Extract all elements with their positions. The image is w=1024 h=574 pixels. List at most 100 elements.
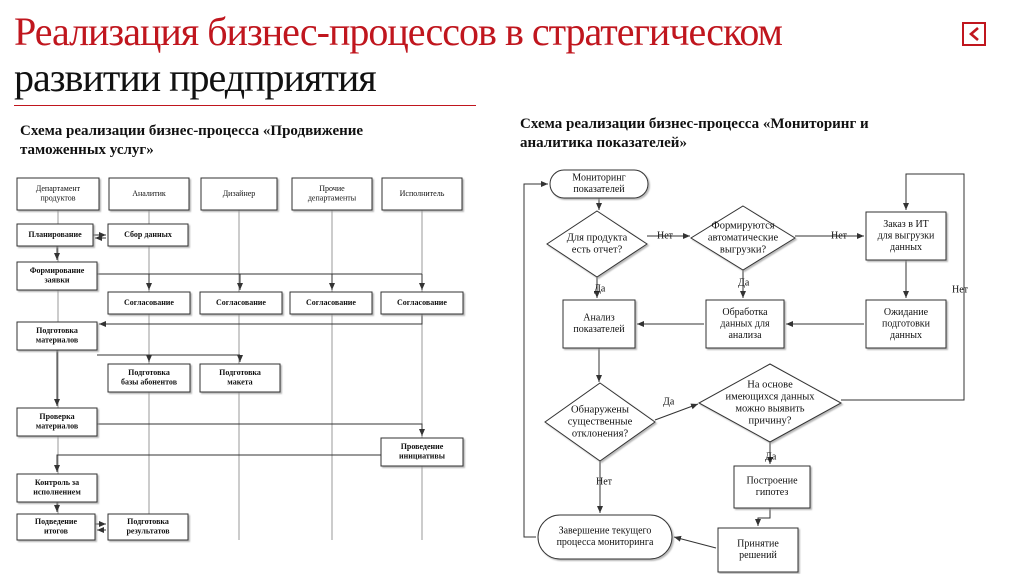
decision-cause-shape bbox=[697, 363, 843, 443]
decision-auto-upload-shape bbox=[690, 205, 796, 271]
box-agree-executor-shape bbox=[380, 291, 464, 315]
box-planning: Планирование bbox=[16, 223, 94, 247]
lane-executor: Исполнитель bbox=[381, 177, 463, 211]
lane-executor-shape bbox=[381, 177, 463, 211]
box-agree-other-label: Согласование bbox=[306, 298, 356, 307]
box-run-initiative-label: инициативы bbox=[399, 452, 446, 461]
lane-other-depts-shape bbox=[291, 177, 373, 211]
node-monitoring-label: показателей bbox=[573, 184, 625, 195]
lane-designer: Дизайнер bbox=[200, 177, 278, 211]
box-prep-layout-label: Подготовка bbox=[219, 368, 261, 377]
lane-dept-products-label: продуктов bbox=[40, 194, 75, 203]
box-agree-other-shape bbox=[289, 291, 373, 315]
node-decision-label: решений bbox=[739, 550, 777, 561]
edge-decision-finish bbox=[673, 535, 717, 549]
right-caption: Схема реализации бизнес-процесса «Монито… bbox=[520, 115, 869, 153]
label-cause-yes: Да bbox=[765, 451, 777, 462]
lane-other-depts-label: Прочие bbox=[319, 184, 345, 193]
box-agree-designer-label: Согласование bbox=[216, 298, 266, 307]
decision-deviation-label: Обнаружены bbox=[571, 404, 629, 415]
label-auto-yes: Да bbox=[738, 277, 750, 288]
box-check-materials-label: Проверка bbox=[39, 412, 74, 421]
left-caption-line2: таможенных услуг» bbox=[20, 142, 154, 158]
box-data-collection: Сбор данных bbox=[107, 223, 189, 247]
lane-analyst-shape bbox=[108, 177, 190, 211]
lane-dept-products-shape bbox=[16, 177, 100, 211]
box-prep-materials-label: Подготовка bbox=[36, 326, 78, 335]
node-analysis-label: Анализ bbox=[583, 313, 614, 324]
lane-analyst-label: Аналитик bbox=[132, 189, 166, 198]
box-agree-designer-shape bbox=[199, 291, 283, 315]
right-caption-line1: Схема реализации бизнес-процесса «Монито… bbox=[520, 116, 869, 132]
box-control-shape bbox=[16, 473, 98, 503]
box-control-label: исполнением bbox=[33, 488, 81, 497]
node-monitoring-shape bbox=[549, 169, 649, 199]
node-processing-shape bbox=[705, 299, 785, 349]
box-prep-subscribers-shape bbox=[107, 363, 191, 393]
box-run-initiative-shape bbox=[380, 437, 464, 467]
node-analysis-shape bbox=[562, 299, 636, 349]
edge-cause-no-loop bbox=[841, 173, 965, 401]
decision-cause-label: можно выявить bbox=[735, 403, 804, 414]
slide-title: Реализация бизнес-процессов в стратегиче… bbox=[14, 9, 783, 54]
box-check-materials-label: материалов bbox=[36, 422, 79, 431]
box-prep-results-label: результатов bbox=[126, 527, 170, 536]
decision-deviation-label: отклонения? bbox=[572, 428, 629, 439]
node-processing-label: данных для bbox=[720, 318, 770, 329]
edge-agree-back bbox=[99, 314, 423, 327]
box-agree-analyst-label: Согласование bbox=[124, 298, 174, 307]
decision-auto-upload-label: Формируются bbox=[711, 220, 774, 231]
node-it-order-label: Заказ в ИТ bbox=[883, 219, 929, 230]
node-hypotheses-shape bbox=[733, 465, 811, 509]
box-agree-designer: Согласование bbox=[199, 291, 283, 315]
node-finish-label: Завершение текущего bbox=[559, 526, 652, 537]
box-agree-other: Согласование bbox=[289, 291, 373, 315]
box-prep-layout-shape bbox=[199, 363, 281, 393]
node-processing-label: анализа bbox=[728, 330, 762, 341]
back-button[interactable] bbox=[962, 22, 986, 46]
box-agree-executor: Согласование bbox=[380, 291, 464, 315]
lane-executor-label: Исполнитель bbox=[400, 189, 445, 198]
decision-deviation-shape bbox=[544, 382, 656, 462]
box-request-forming-shape bbox=[16, 261, 98, 291]
node-decision-label: Принятие bbox=[737, 539, 779, 550]
node-analysis-label: показателей bbox=[573, 324, 625, 335]
box-data-collection-shape bbox=[107, 223, 189, 247]
lane-designer-shape bbox=[200, 177, 278, 211]
label-cause-no: Нет bbox=[952, 284, 969, 295]
box-prep-subscribers-label: Подготовка bbox=[128, 368, 170, 377]
box-agree-analyst: Согласование bbox=[107, 291, 191, 315]
node-finish-shape bbox=[537, 514, 673, 560]
node-processing-label: Обработка bbox=[722, 307, 768, 318]
decision-deviation-label: существенные bbox=[568, 416, 633, 427]
box-prep-materials-label: материалов bbox=[36, 336, 79, 345]
decision-report-label: Для продукта bbox=[567, 232, 628, 243]
node-waiting-label: данных bbox=[890, 330, 922, 341]
box-planning-shape bbox=[16, 223, 94, 247]
box-summing-up-label: Подведение bbox=[35, 517, 78, 526]
left-caption-line1: Схема реализации бизнес-процесса «Продви… bbox=[20, 123, 364, 139]
node-it-order-label: для выгрузки bbox=[878, 230, 935, 241]
left-caption: Схема реализации бизнес-процесса «Продви… bbox=[20, 122, 363, 160]
label-auto-no: Нет bbox=[831, 230, 848, 241]
box-planning-label: Планирование bbox=[28, 230, 82, 239]
decision-report-label: есть отчет? bbox=[572, 244, 623, 255]
box-prep-subscribers-label: базы абонентов bbox=[121, 378, 178, 387]
node-it-order-shape bbox=[865, 211, 947, 261]
lane-analyst: Аналитик bbox=[108, 177, 190, 211]
node-waiting-label: подготовки bbox=[882, 318, 931, 329]
